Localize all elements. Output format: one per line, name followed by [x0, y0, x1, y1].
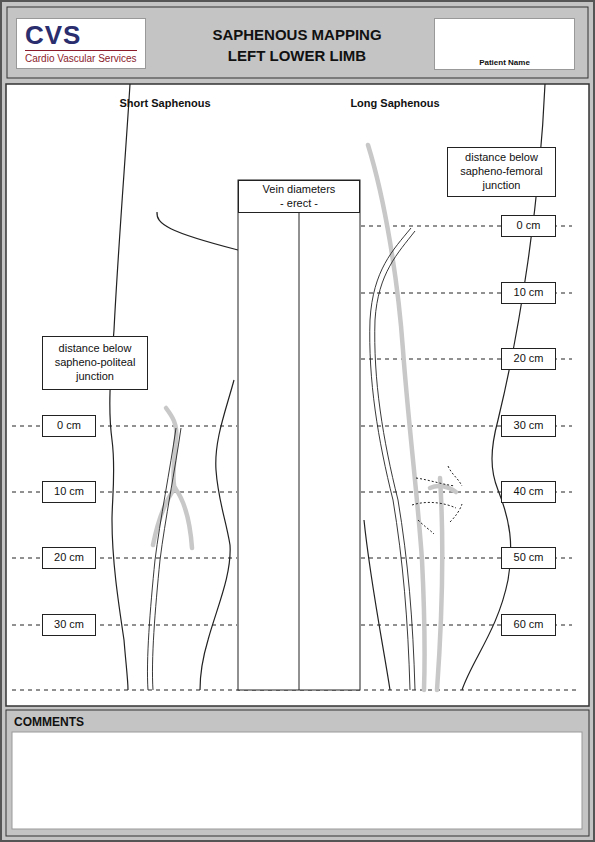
- long-saphenous-wall: [375, 231, 415, 690]
- patient-name-box: Patient Name: [434, 18, 575, 70]
- main-panel: [6, 84, 589, 706]
- knee-line: [418, 520, 434, 534]
- distance-key-box: distance below sapheno-politeal junction: [42, 336, 148, 390]
- logo-mark: CVS: [25, 22, 81, 49]
- view-label: Short Saphenous: [119, 97, 210, 109]
- leg-contour: [364, 520, 390, 690]
- vein-branch: [175, 488, 192, 548]
- distance-marker: 40 cm: [501, 481, 556, 503]
- field-label: Patient Name: [479, 58, 530, 68]
- distance-marker: 30 cm: [42, 614, 96, 636]
- form-title: SAPHENOUS MAPPING LEFT LOWER LIMB: [197, 24, 397, 66]
- long-saphenous-wall: [370, 228, 411, 690]
- logo-box: CVSCardio Vascular Services: [16, 18, 146, 69]
- knee-line: [416, 478, 455, 486]
- section-heading: COMMENTS: [14, 715, 84, 730]
- marker-text: 30 cm: [54, 618, 84, 632]
- header-band: [7, 7, 588, 78]
- marker-text: 0 cm: [517, 219, 541, 233]
- distance-marker: 20 cm: [42, 547, 96, 569]
- distance-marker: 60 cm: [501, 614, 556, 636]
- comments-field: [12, 732, 582, 829]
- distance-marker: 30 cm: [501, 415, 556, 437]
- marker-text: 0 cm: [57, 419, 81, 433]
- marker-text: 50 cm: [514, 551, 544, 565]
- key-text: distance below sapheno-femoral junction: [453, 151, 550, 192]
- leg-contour: [200, 380, 234, 690]
- marker-text: 20 cm: [54, 551, 84, 565]
- short-saphenous-wall: [147, 428, 176, 690]
- table-heading: Vein diameters: [263, 183, 336, 196]
- table-subheading: - erect -: [280, 197, 318, 210]
- distance-marker: 50 cm: [501, 547, 556, 569]
- logo-subtitle: Cardio Vascular Services: [25, 50, 137, 65]
- marker-text: 10 cm: [54, 485, 84, 499]
- knee-line: [450, 504, 462, 522]
- marker-text: 10 cm: [514, 286, 544, 300]
- vein-diameter-table: [238, 180, 360, 690]
- distance-marker: 0 cm: [42, 415, 96, 437]
- vein-branch: [430, 486, 456, 492]
- short-saphenous-wall: [152, 428, 181, 690]
- distance-marker: 10 cm: [42, 481, 96, 503]
- distance-key-box: distance below sapheno-femoral junction: [447, 147, 556, 197]
- vein-branch: [437, 478, 442, 690]
- distance-marker: 20 cm: [501, 348, 556, 370]
- marker-text: 40 cm: [514, 485, 544, 499]
- gluteal-fold: [157, 212, 238, 250]
- comments-panel: COMMENTS: [6, 710, 589, 735]
- deep-veins: [153, 145, 456, 690]
- vein-diameter-header: Vein diameters- erect -: [238, 180, 360, 213]
- distance-marker: 10 cm: [501, 282, 556, 304]
- key-text: distance below sapheno-politeal junction: [48, 342, 142, 383]
- distance-marker: 0 cm: [501, 215, 556, 237]
- comments-band: [6, 710, 589, 836]
- table-divider: [299, 210, 300, 690]
- view-label: Long Saphenous: [350, 97, 439, 109]
- table-body: [238, 180, 360, 690]
- marker-text: 60 cm: [514, 618, 544, 632]
- marker-text: 30 cm: [514, 419, 544, 433]
- vein-branch: [368, 145, 425, 690]
- knee-markings: [412, 466, 462, 534]
- vein-branch: [153, 488, 175, 545]
- vein-branch: [166, 408, 176, 490]
- knee-line: [448, 466, 462, 486]
- knee-line: [412, 502, 456, 508]
- marker-text: 20 cm: [514, 352, 544, 366]
